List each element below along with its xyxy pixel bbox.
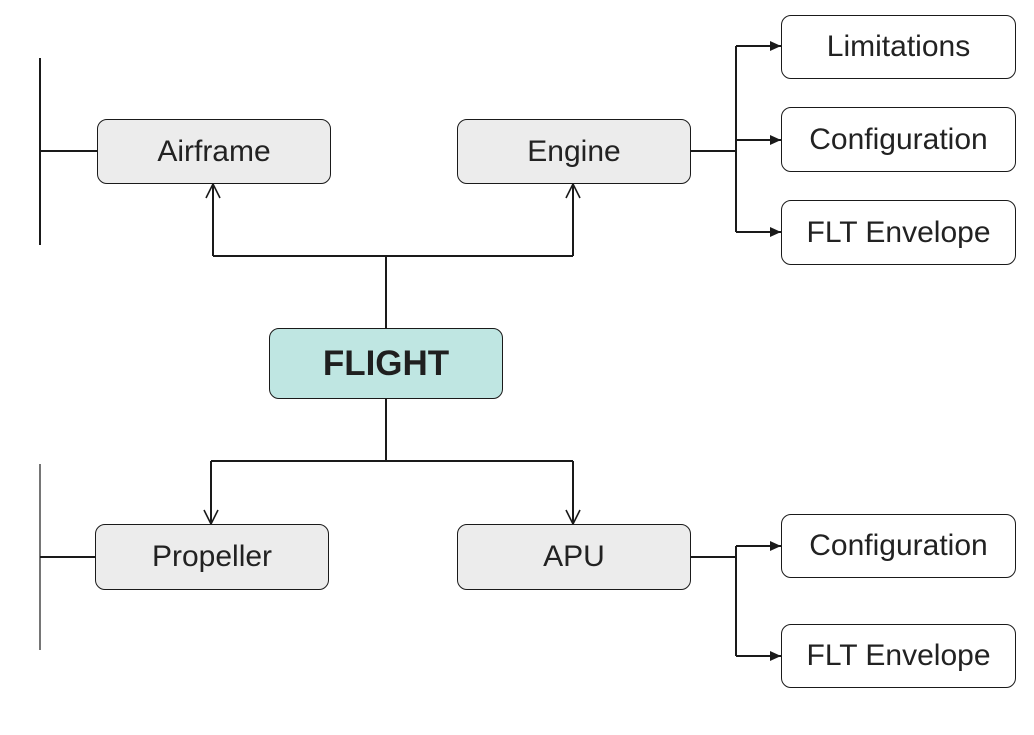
apu-flt-envelope-node: FLT Envelope [781,624,1016,688]
engine-limitations-node: Limitations [781,15,1016,79]
flight-root-node: FLIGHT [269,328,503,399]
apu-configuration-node: Configuration [781,514,1016,578]
engine-node: Engine [457,119,691,184]
apu-node: APU [457,524,691,590]
engine-flt-envelope-node: FLT Envelope [781,200,1016,265]
propeller-node: Propeller [95,524,329,590]
airframe-node: Airframe [97,119,331,184]
engine-configuration-node: Configuration [781,107,1016,172]
